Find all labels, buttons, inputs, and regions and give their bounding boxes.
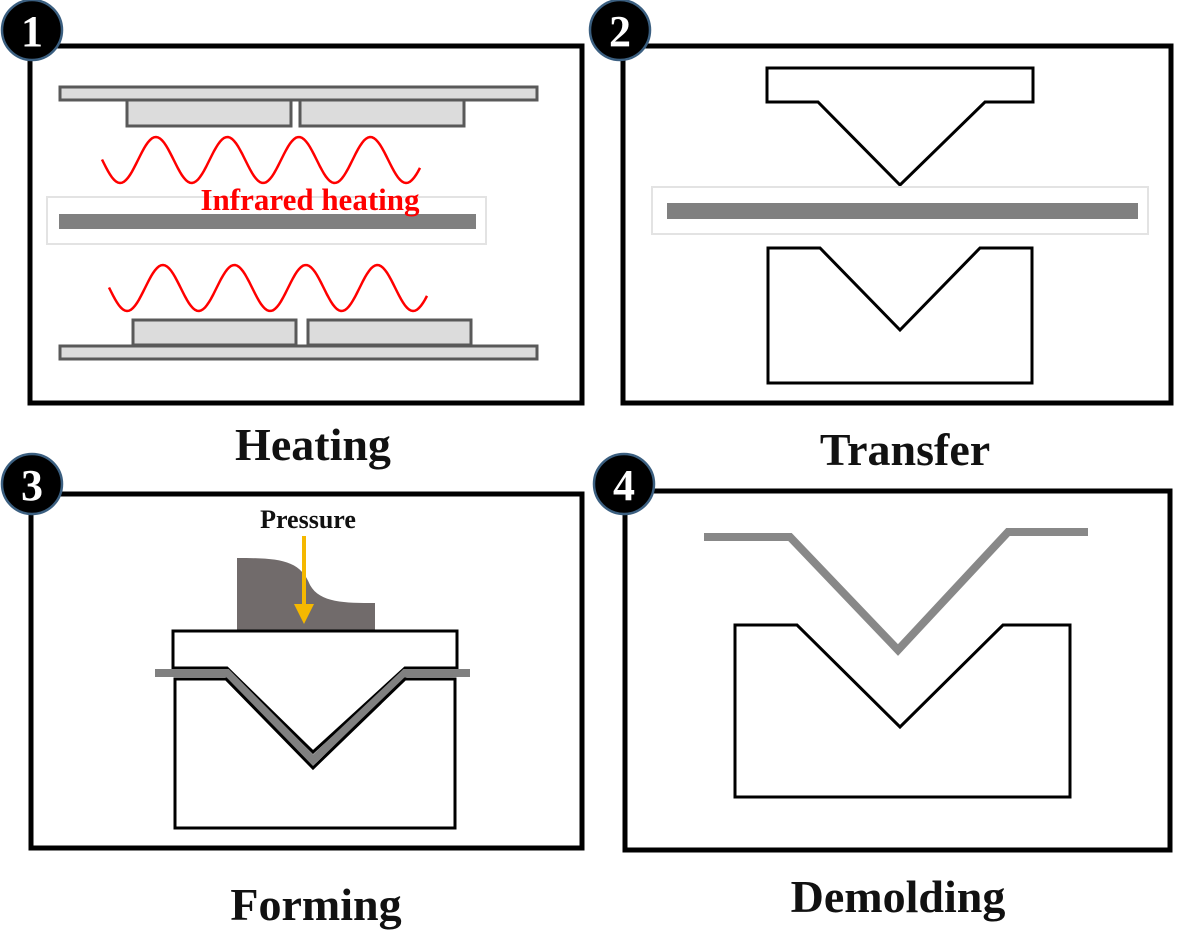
lower-heater-left <box>131 318 298 347</box>
panel-heating: Infrared heating 1 Heating <box>0 0 585 470</box>
step-number: 4 <box>613 461 635 510</box>
step-number: 3 <box>21 461 43 510</box>
lower-die <box>733 623 1072 799</box>
upper-infrared-wave <box>100 135 422 185</box>
lower-plate <box>58 344 539 361</box>
upper-die <box>171 629 459 755</box>
pressure-label: Pressure <box>260 505 356 534</box>
plastic-sheet <box>667 203 1138 219</box>
upper-heater-right <box>298 98 466 128</box>
lower-die <box>766 246 1034 385</box>
lower-infrared-wave <box>107 263 429 313</box>
lower-heater-right <box>306 318 473 347</box>
pressure-arrow-icon <box>294 536 314 624</box>
film-frame <box>46 196 487 245</box>
formed-part <box>704 528 1088 656</box>
infrared-heating-label: Infrared heating <box>200 182 420 217</box>
caption-demolding: Demolding <box>791 871 1006 922</box>
upper-heater-left <box>125 98 293 128</box>
caption-forming: Forming <box>230 879 401 930</box>
step-number: 2 <box>609 7 631 56</box>
panel-demolding: 4 Demolding <box>592 452 1173 922</box>
lower-die <box>173 677 457 830</box>
step-badge-4: 4 <box>592 452 656 516</box>
plastic-sheet <box>59 214 476 229</box>
film-frame <box>651 186 1149 235</box>
formed-sheet <box>155 669 470 766</box>
upper-plate <box>58 85 539 102</box>
step-badge-3: 3 <box>0 452 64 516</box>
panel-transfer: 2 Transfer <box>588 0 1174 475</box>
panel-forming: Pressure 3 Forming <box>0 452 585 930</box>
step-number: 1 <box>21 7 43 56</box>
step-badge-1: 1 <box>0 0 64 62</box>
upper-die <box>765 66 1035 188</box>
caption-heating: Heating <box>235 419 391 470</box>
step-badge-2: 2 <box>588 0 652 62</box>
caption-transfer: Transfer <box>820 424 990 475</box>
